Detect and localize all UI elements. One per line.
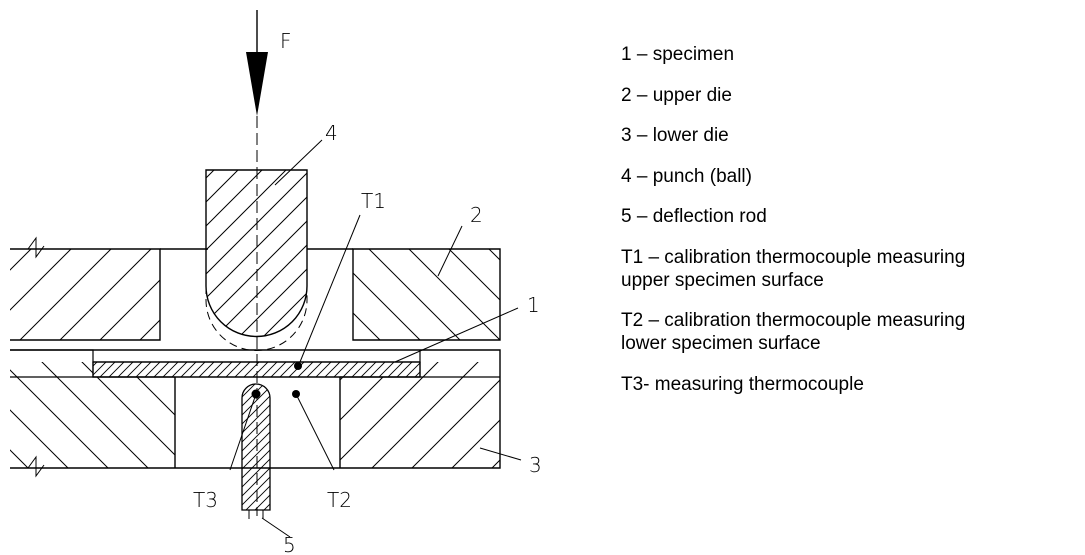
part-5-label: 5 — [283, 533, 296, 555]
force-label: F — [280, 29, 292, 53]
part-1-label: 1 — [527, 293, 540, 317]
leader-lines — [229, 139, 522, 538]
t2-label: T2 — [327, 488, 352, 512]
force-arrow — [246, 10, 268, 516]
legend-item-upper-die: 2 – upper die — [621, 84, 732, 106]
legend-item-t1: T1 – calibration thermocouple measuring … — [621, 246, 966, 291]
part-4-label: 4 — [325, 121, 338, 145]
legend-item-t3: T3- measuring thermocouple — [621, 373, 864, 395]
part-2-label: 2 — [470, 203, 483, 227]
legend-item-deflection-rod: 5 – deflection rod — [621, 206, 767, 227]
legend: 1 – specimen 2 – upper die 3 – lower die… — [621, 43, 1085, 413]
upper-die — [10, 236, 501, 341]
part-3-label: 3 — [529, 453, 542, 477]
legend-item-punch: 4 – punch (ball) — [621, 165, 752, 187]
lower-die — [10, 349, 501, 478]
t3-label: T3 — [193, 488, 218, 512]
thermocouple-t1-point — [294, 362, 302, 370]
deflection-rod — [241, 383, 271, 519]
t1-label: T1 — [361, 189, 386, 213]
legend-item-specimen: 1 – specimen — [621, 44, 735, 65]
legend-item-t2: T2 – calibration thermocouple measuring … — [621, 310, 966, 354]
legend-item-lower-die: 3 – lower die — [621, 125, 729, 146]
